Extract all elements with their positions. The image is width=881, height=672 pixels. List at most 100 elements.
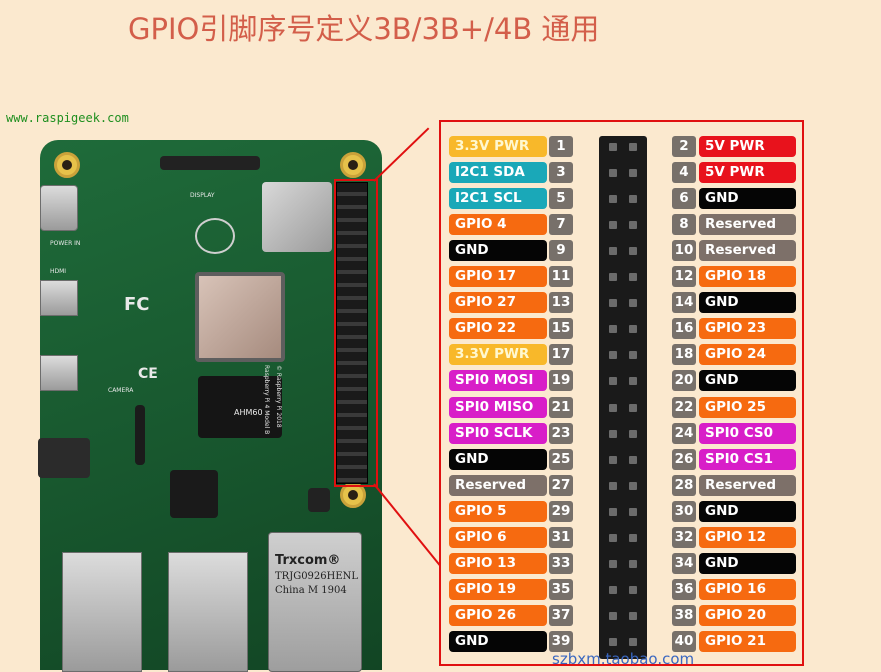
pin-number-10: 10 xyxy=(672,240,696,262)
pin-label-24: SPI0 CS0 xyxy=(699,422,796,444)
raspberry-pi-board: AHM60 Trxcom® TRJG0926HENL China M 1904 … xyxy=(38,140,382,672)
ethernet-part-label: TRJG0926HENL xyxy=(275,571,359,582)
pin-label-25: GND xyxy=(449,448,547,470)
ethernet-origin-label: China M 1904 xyxy=(275,585,347,596)
gpio-highlight-box xyxy=(334,179,378,487)
header-pin xyxy=(609,429,617,438)
soc-chip xyxy=(195,272,285,362)
pin-label-34: GND xyxy=(699,552,796,574)
header-pin xyxy=(629,247,637,256)
mounting-hole-icon xyxy=(54,152,80,178)
pin-number-22: 22 xyxy=(672,396,696,418)
pin-number-30: 30 xyxy=(672,500,696,522)
ram-label: AHM60 xyxy=(234,408,263,417)
header-pin xyxy=(609,169,617,178)
header-pin xyxy=(629,481,637,490)
usb-c-port xyxy=(40,185,78,231)
pin-label-32: GPIO 12 xyxy=(699,526,796,548)
header-pin xyxy=(609,481,617,490)
website-label: www.raspigeek.com xyxy=(6,111,129,125)
pin-label-23: SPI0 SCLK xyxy=(449,422,547,444)
silk-power-label: POWER IN xyxy=(50,240,81,247)
pin-label-27: Reserved xyxy=(449,474,547,496)
usb-controller-chip xyxy=(170,470,218,518)
mounting-hole-icon xyxy=(340,152,366,178)
ethernet-brand-label: Trxcom® xyxy=(275,553,341,568)
header-pin xyxy=(609,403,617,412)
usb3-port xyxy=(168,552,248,672)
micro-hdmi-port xyxy=(40,355,78,391)
pin-number-20: 20 xyxy=(672,370,696,392)
pin-label-19: SPI0 MOSI xyxy=(449,370,547,392)
pin-label-9: GND xyxy=(449,240,547,262)
pin-header-graphic xyxy=(599,136,647,659)
pin-number-14: 14 xyxy=(672,292,696,314)
pin-label-12: GPIO 18 xyxy=(699,266,796,288)
pin-number-33: 33 xyxy=(549,552,573,574)
header-pin xyxy=(629,325,637,334)
pin-number-31: 31 xyxy=(549,526,573,548)
pin-label-35: GPIO 19 xyxy=(449,578,547,600)
pin-label-21: SPI0 MISO xyxy=(449,396,547,418)
header-pin xyxy=(609,325,617,334)
pin-number-36: 36 xyxy=(672,578,696,600)
pin-number-16: 16 xyxy=(672,318,696,340)
header-pin xyxy=(629,559,637,568)
pin-number-23: 23 xyxy=(549,422,573,444)
pin-number-28: 28 xyxy=(672,474,696,496)
pin-label-40: GPIO 21 xyxy=(699,630,796,652)
header-pin xyxy=(609,143,617,151)
header-pin xyxy=(629,637,637,646)
pin-number-37: 37 xyxy=(549,604,573,626)
pin-label-18: GPIO 24 xyxy=(699,344,796,366)
pin-number-29: 29 xyxy=(549,500,573,522)
header-pin xyxy=(629,221,637,230)
silk-model-label: Raspberry Pi 4 Model B xyxy=(263,365,270,435)
header-pin xyxy=(629,533,637,542)
silk-camera-label: CAMERA xyxy=(108,387,134,394)
header-pin xyxy=(609,377,617,386)
pin-number-34: 34 xyxy=(672,552,696,574)
pin-label-30: GND xyxy=(699,500,796,522)
header-pin xyxy=(629,351,637,360)
pin-label-28: Reserved xyxy=(699,474,796,496)
pin-label-11: GPIO 17 xyxy=(449,266,547,288)
header-pin xyxy=(629,273,637,282)
header-pin xyxy=(629,403,637,412)
pin-label-4: 5V PWR xyxy=(699,162,796,184)
header-pin xyxy=(609,637,617,646)
pin-label-3: I2C1 SDA xyxy=(449,162,547,184)
pin-label-20: GND xyxy=(699,370,796,392)
silk-hdmi-label: HDMI xyxy=(50,268,67,275)
pin-label-6: GND xyxy=(699,188,796,210)
wifi-module xyxy=(262,182,332,252)
pin-number-13: 13 xyxy=(549,292,573,314)
pin-label-17: 3.3V PWR xyxy=(449,344,547,366)
silk-display-label: DISPLAY xyxy=(190,192,215,199)
pin-number-5: 5 xyxy=(549,188,573,210)
pin-number-19: 19 xyxy=(549,370,573,392)
pin-number-21: 21 xyxy=(549,396,573,418)
header-pin xyxy=(609,273,617,282)
pin-label-31: GPIO 6 xyxy=(449,526,547,548)
silk-copyright-label: © Raspberry Pi 2018 xyxy=(275,365,282,428)
pin-label-38: GPIO 20 xyxy=(699,604,796,626)
pin-number-27: 27 xyxy=(549,474,573,496)
pin-label-14: GND xyxy=(699,292,796,314)
pin-number-12: 12 xyxy=(672,266,696,288)
audio-jack xyxy=(38,438,90,478)
pin-number-7: 7 xyxy=(549,214,573,236)
